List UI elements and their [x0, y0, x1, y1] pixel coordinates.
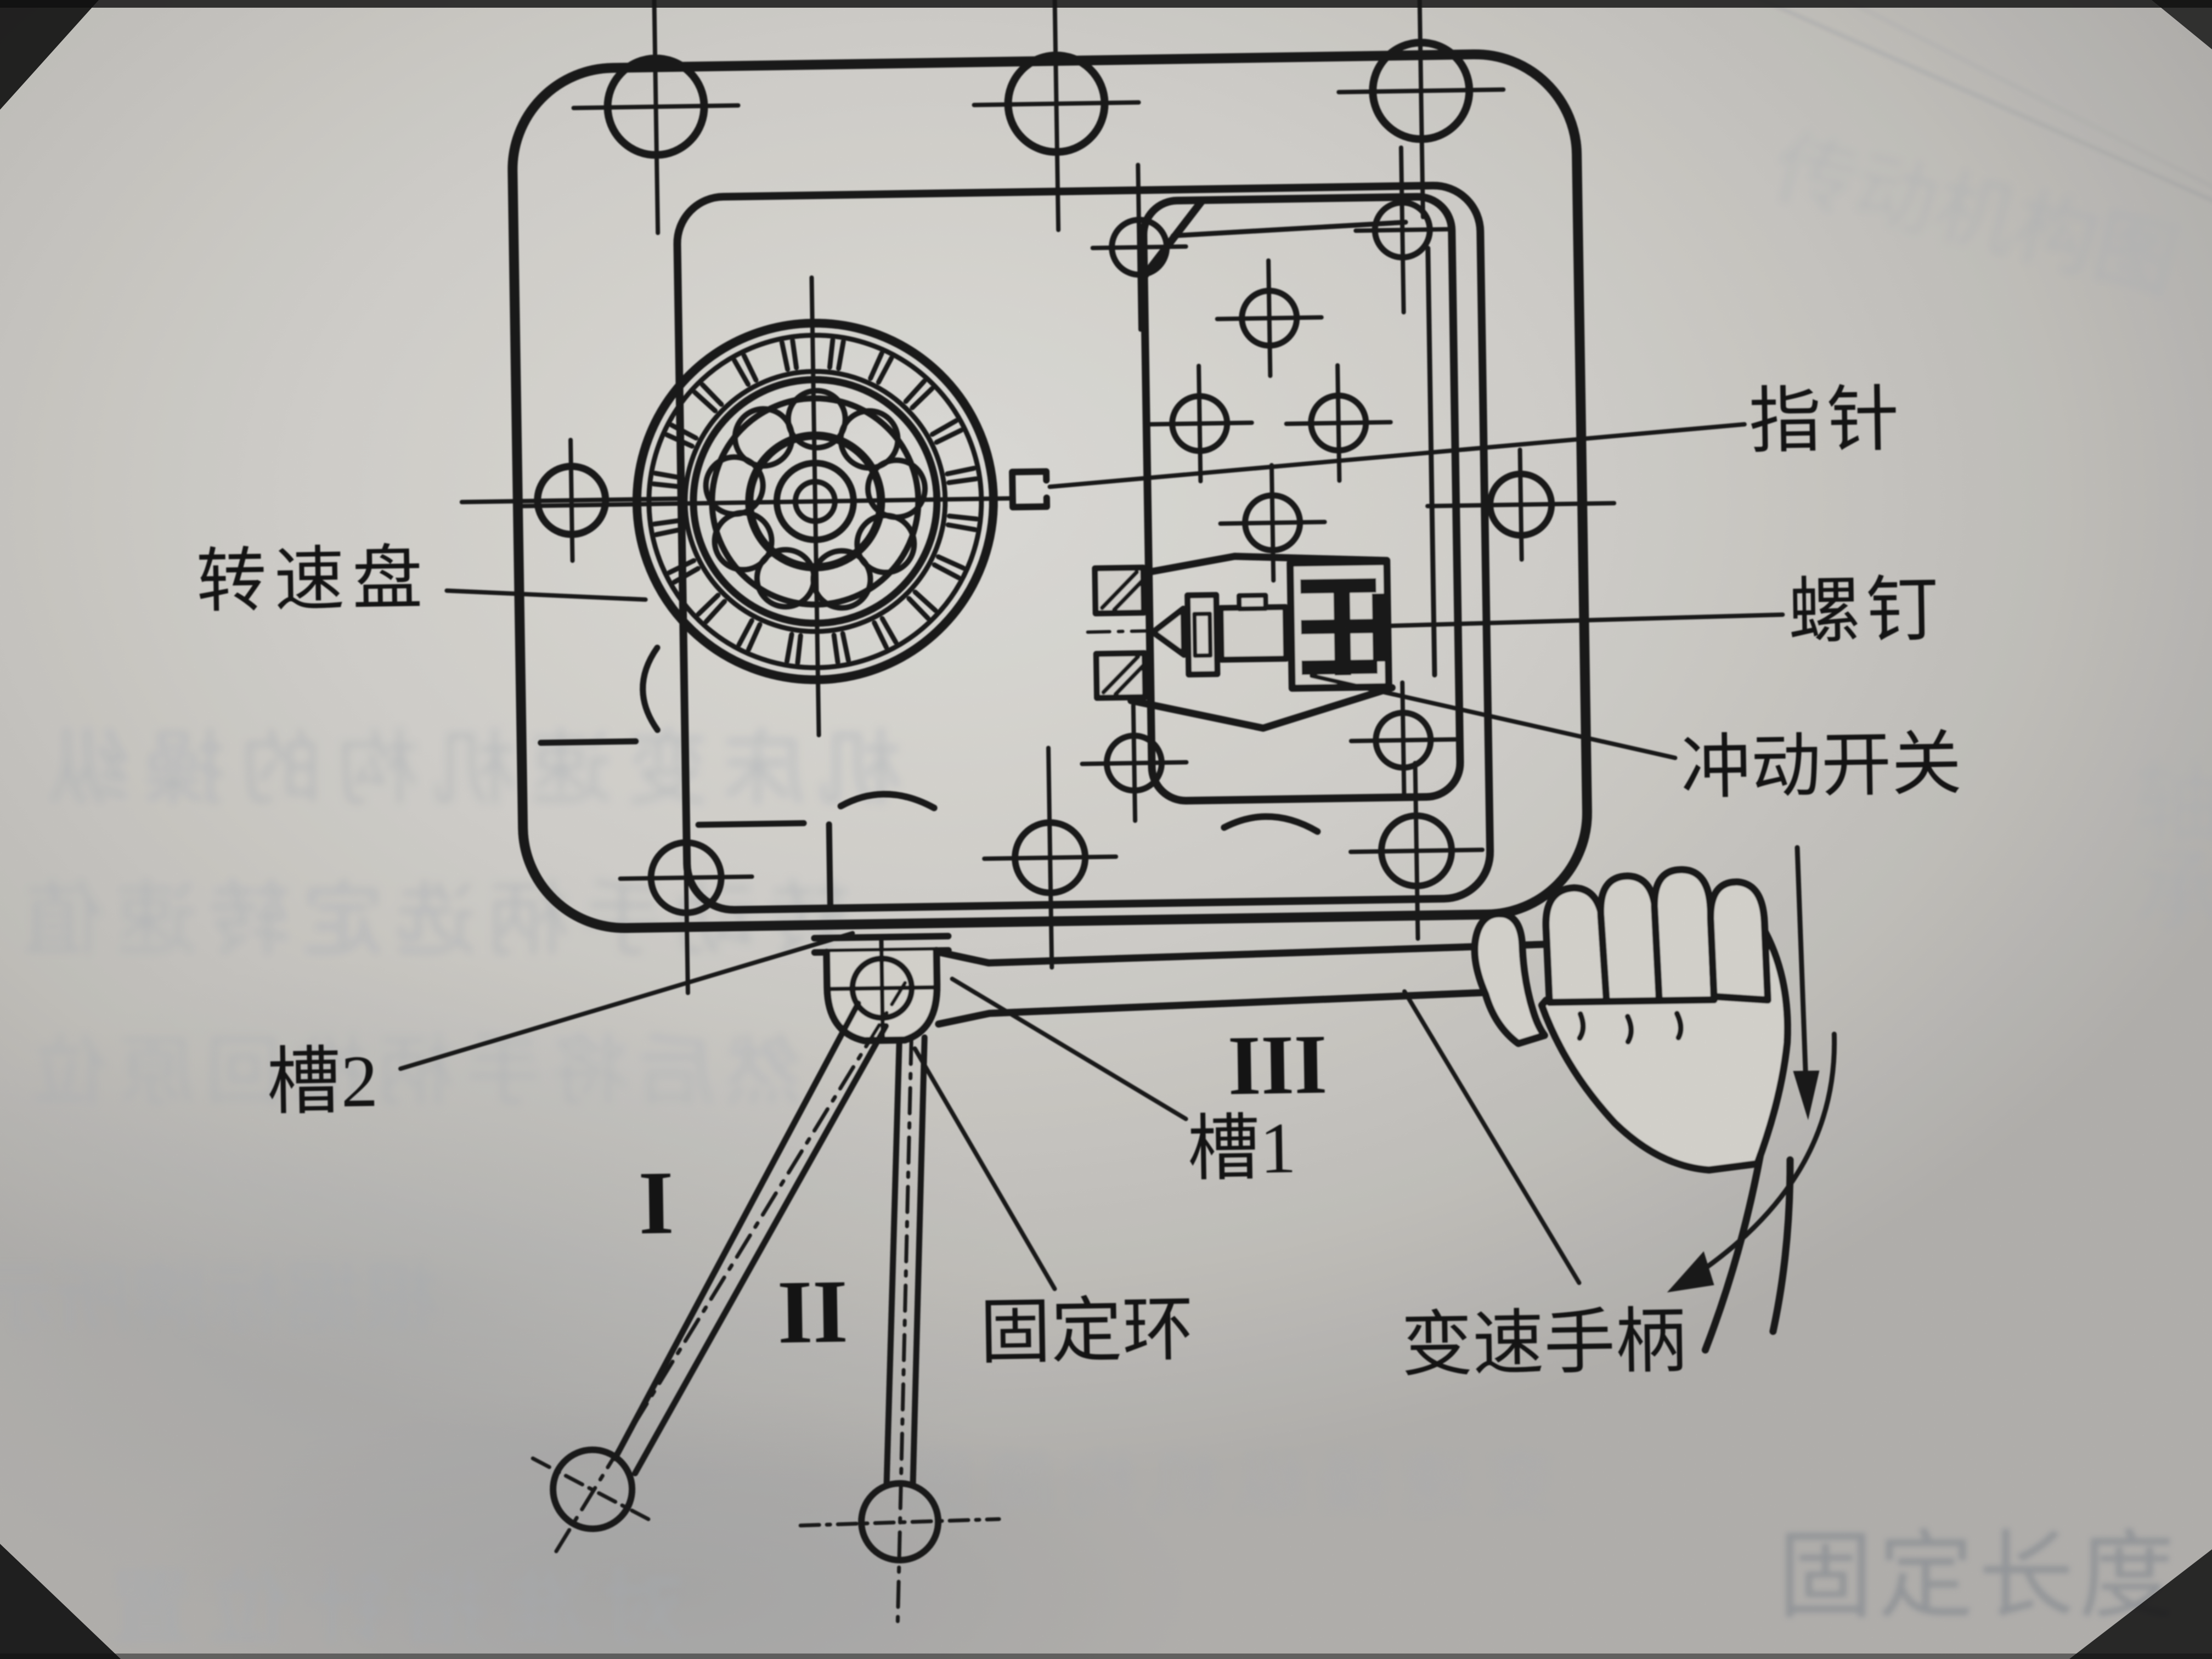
dial-tick: [836, 339, 846, 371]
dial-tick: [652, 517, 684, 527]
pointer-mark: [1009, 468, 1051, 511]
screw-hole: [618, 760, 754, 995]
label-position-3: III: [1227, 1017, 1328, 1113]
screw-crosshair-v: [568, 438, 575, 563]
dial-tick: [651, 481, 684, 489]
label-position-1: I: [637, 1152, 674, 1253]
label-pointer: 指针: [1748, 379, 1905, 462]
eyebrow-arc: [837, 791, 938, 811]
screw-crosshair-v: [1052, 0, 1061, 233]
dial-tick: [831, 633, 840, 665]
down-arrow: [1795, 845, 1809, 1082]
finger: [1597, 872, 1663, 1005]
dial-tick: [946, 514, 979, 522]
photo-edge: [0, 0, 2212, 8]
thumb: [1471, 910, 1548, 1047]
screw-hole: [972, 0, 1141, 233]
speed-dial: [516, 275, 1014, 737]
label-speed-lever: 变速手柄: [1401, 1302, 1687, 1385]
curved-arrow-head: [1667, 1251, 1714, 1293]
leader-slot2: [398, 931, 855, 1071]
screw-crosshair-v: [1335, 363, 1342, 483]
hand: [1471, 866, 1794, 1354]
screw-crosshair-v: [1398, 145, 1406, 315]
leader-screw: [1351, 612, 1785, 629]
finger: [1707, 878, 1771, 1004]
screw-holes: [459, 0, 1617, 1043]
finger: [1651, 866, 1718, 1005]
cone-part: [1150, 606, 1187, 658]
dial-tick: [945, 465, 977, 477]
label-impulse-switch: 冲动开关: [1680, 725, 1962, 807]
screw-hole: [982, 746, 1119, 970]
dial-tick: [795, 633, 803, 665]
photo-edge: [0, 1654, 2212, 1659]
label-position-2: II: [777, 1261, 849, 1362]
label-slot2: 槽2: [266, 1041, 379, 1124]
dial-tick: [946, 476, 979, 486]
label-fixing-ring: 固定环: [979, 1290, 1194, 1373]
leader-pointer: [1047, 422, 1747, 489]
screw-crosshair-v: [1269, 462, 1276, 583]
label-slot1: 槽1: [1187, 1107, 1296, 1189]
screw-crosshair-v: [1046, 746, 1054, 970]
dial-tick: [840, 631, 851, 663]
screw-hole: [1145, 364, 1254, 483]
leader-fixing-ring: [912, 1046, 1057, 1291]
screw-crosshair-v: [1413, 760, 1420, 941]
dial-tick: [784, 631, 794, 664]
dial-tick: [779, 340, 791, 372]
dial-tick: [790, 338, 799, 370]
screw-hole: [1353, 145, 1452, 315]
label-screw: 螺钉: [1787, 569, 1944, 652]
screw-crosshair-v: [1197, 364, 1203, 483]
screw-crosshair-v: [879, 934, 885, 1043]
leader-speed-dial: [444, 588, 648, 602]
wrist-line: [1701, 1151, 1764, 1354]
label-speed-dial: 转速盘: [196, 539, 431, 621]
screw-crosshair-v: [1400, 680, 1407, 800]
screw-crosshair-v: [1517, 447, 1524, 562]
screw-crosshair-v: [1266, 258, 1273, 378]
dial-pocket-arc: [640, 645, 661, 733]
dial-tick: [945, 522, 978, 532]
leader-slot1: [950, 977, 1188, 1121]
lever-position-1: [531, 981, 907, 1554]
eyebrow-arc: [1221, 813, 1321, 835]
screw-crosshair-v: [1136, 162, 1143, 332]
dial-tick: [827, 337, 836, 370]
speed-lever-handle: [933, 940, 1550, 1028]
screw-hole: [1080, 703, 1189, 823]
screw-crosshair-v: [1131, 703, 1138, 823]
screw-crosshair-v: [651, 0, 661, 235]
screw-hole: [459, 438, 684, 563]
down-arrow-head: [1793, 1070, 1820, 1120]
screw-hole: [1215, 258, 1324, 378]
